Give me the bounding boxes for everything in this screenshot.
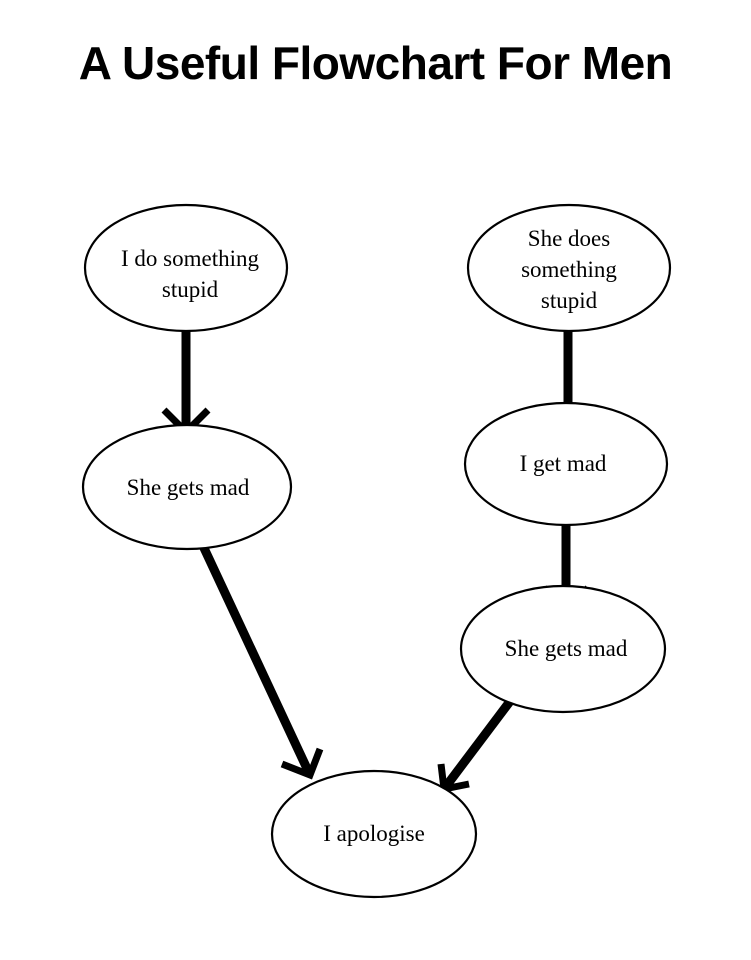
node-right-start-line-2: something [521,257,617,282]
node-left-start: I do something stupid [83,203,289,333]
node-end: I apologise [270,769,478,899]
node-right-i-mad-text: I get mad [520,451,607,476]
arrow-left-start-to-left-mad [161,325,211,437]
node-left-start-line-2: stupid [162,277,219,302]
arrow-right-she-mad-to-end [437,697,515,794]
node-right-start-line-1: She does [528,226,610,251]
node-right-start: She does something stupid [466,203,672,333]
node-left-mad: She gets mad [81,423,293,551]
node-end-text: I apologise [323,821,425,846]
flowchart-title: A Useful Flowchart For Men [78,37,673,89]
node-right-she-mad: She gets mad [459,584,667,714]
node-right-start-line-3: stupid [541,288,598,313]
node-left-mad-text: She gets mad [127,475,250,500]
node-right-i-mad: I get mad [463,401,669,527]
node-left-start-line-1: I do something [121,246,259,271]
node-right-she-mad-text: She gets mad [505,636,628,661]
arrow-left-mad-to-end [192,531,324,780]
